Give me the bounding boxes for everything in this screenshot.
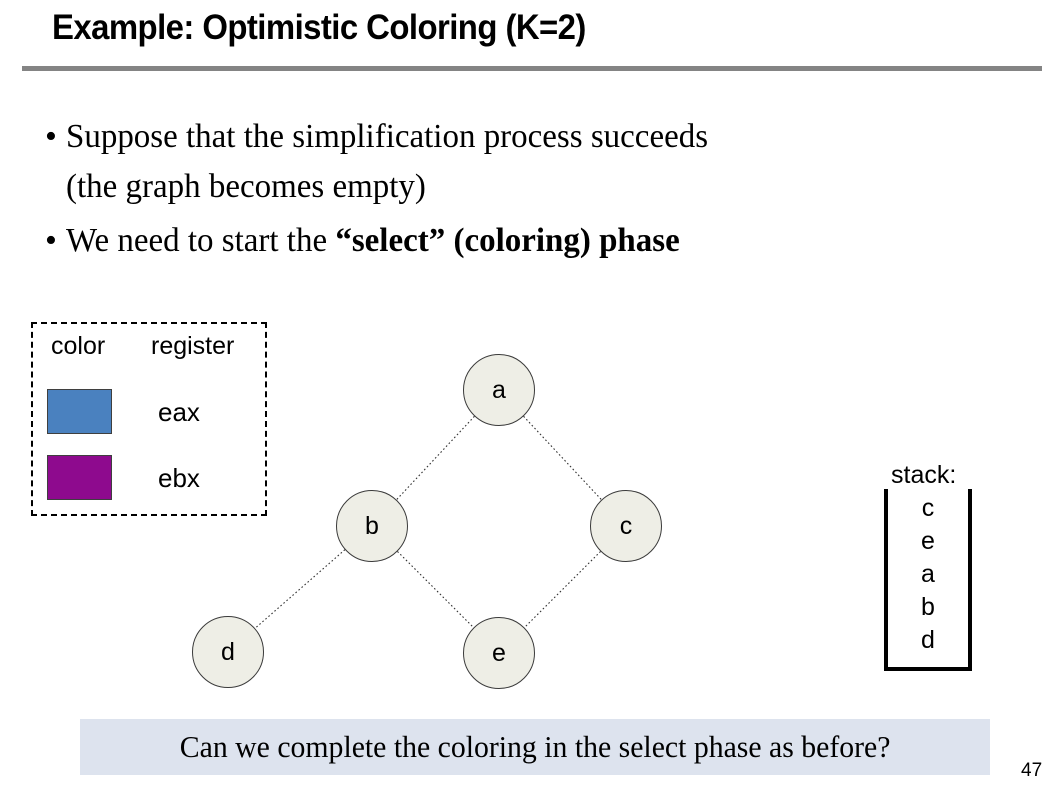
graph-edge-a-b bbox=[396, 415, 475, 501]
graph-node-a[interactable]: a bbox=[463, 354, 535, 426]
bullet-item-1: • Suppose that the simplification proces… bbox=[36, 112, 996, 212]
graph-node-a-label: a bbox=[492, 375, 506, 404]
stack-label: stack: bbox=[891, 461, 957, 489]
bullet-marker-icon: • bbox=[45, 222, 57, 259]
stack-item-a: a bbox=[921, 560, 935, 588]
bullet-item-1-text: Suppose that the simplification process … bbox=[66, 112, 708, 212]
bullet-list: • Suppose that the simplification proces… bbox=[36, 112, 996, 270]
bullet-item-1-line-2: (the graph becomes empty) bbox=[66, 168, 426, 205]
bullet-marker-icon: • bbox=[45, 118, 57, 155]
graph-edge-b-e bbox=[397, 551, 474, 628]
legend-register-ebx: ebx bbox=[158, 463, 200, 493]
bullet-item-1-line-1: Suppose that the simplification process … bbox=[66, 118, 709, 155]
question-banner: Can we complete the coloring in the sele… bbox=[80, 719, 990, 775]
legend-swatch-ebx bbox=[47, 455, 112, 500]
page-number: 47 bbox=[1021, 760, 1043, 781]
bullet-item-2: • We need to start the “select” (colorin… bbox=[36, 216, 996, 266]
graph-node-b[interactable]: b bbox=[336, 490, 408, 562]
question-text: Can we complete the coloring in the sele… bbox=[179, 729, 891, 764]
graph-edge-a-c bbox=[523, 415, 602, 501]
legend-header-color: color bbox=[51, 332, 106, 360]
legend-register-eax: eax bbox=[158, 397, 200, 427]
bullet-item-2-prefix: We need to start the bbox=[66, 222, 336, 259]
legend-swatch-eax bbox=[47, 389, 112, 434]
title-divider bbox=[22, 66, 1042, 71]
graph-node-d-label: d bbox=[221, 637, 235, 666]
graph-node-d[interactable]: d bbox=[192, 616, 264, 688]
bullet-item-2-text: We need to start the “select” (coloring)… bbox=[66, 216, 680, 266]
graph-node-c[interactable]: c bbox=[590, 490, 662, 562]
bullet-item-2-emphasis: “select” (coloring) phase bbox=[335, 222, 680, 259]
stack-item-c: c bbox=[921, 494, 935, 522]
stack-container bbox=[884, 489, 972, 671]
stack-item-d: d bbox=[921, 626, 935, 654]
color-register-legend: color register eax ebx bbox=[31, 322, 267, 516]
stack-item-b: b bbox=[921, 593, 935, 621]
page-title: Example: Optimistic Coloring (K=2) bbox=[52, 8, 586, 47]
graph-node-e[interactable]: e bbox=[463, 617, 535, 689]
legend-header-register: register bbox=[151, 332, 235, 360]
stack-item-e: e bbox=[921, 527, 935, 555]
graph-node-b-label: b bbox=[365, 511, 379, 540]
graph-edge-c-e bbox=[524, 551, 601, 628]
graph-edge-b-d bbox=[254, 549, 346, 629]
graph-node-e-label: e bbox=[492, 638, 506, 667]
graph-node-c-label: c bbox=[619, 511, 633, 540]
